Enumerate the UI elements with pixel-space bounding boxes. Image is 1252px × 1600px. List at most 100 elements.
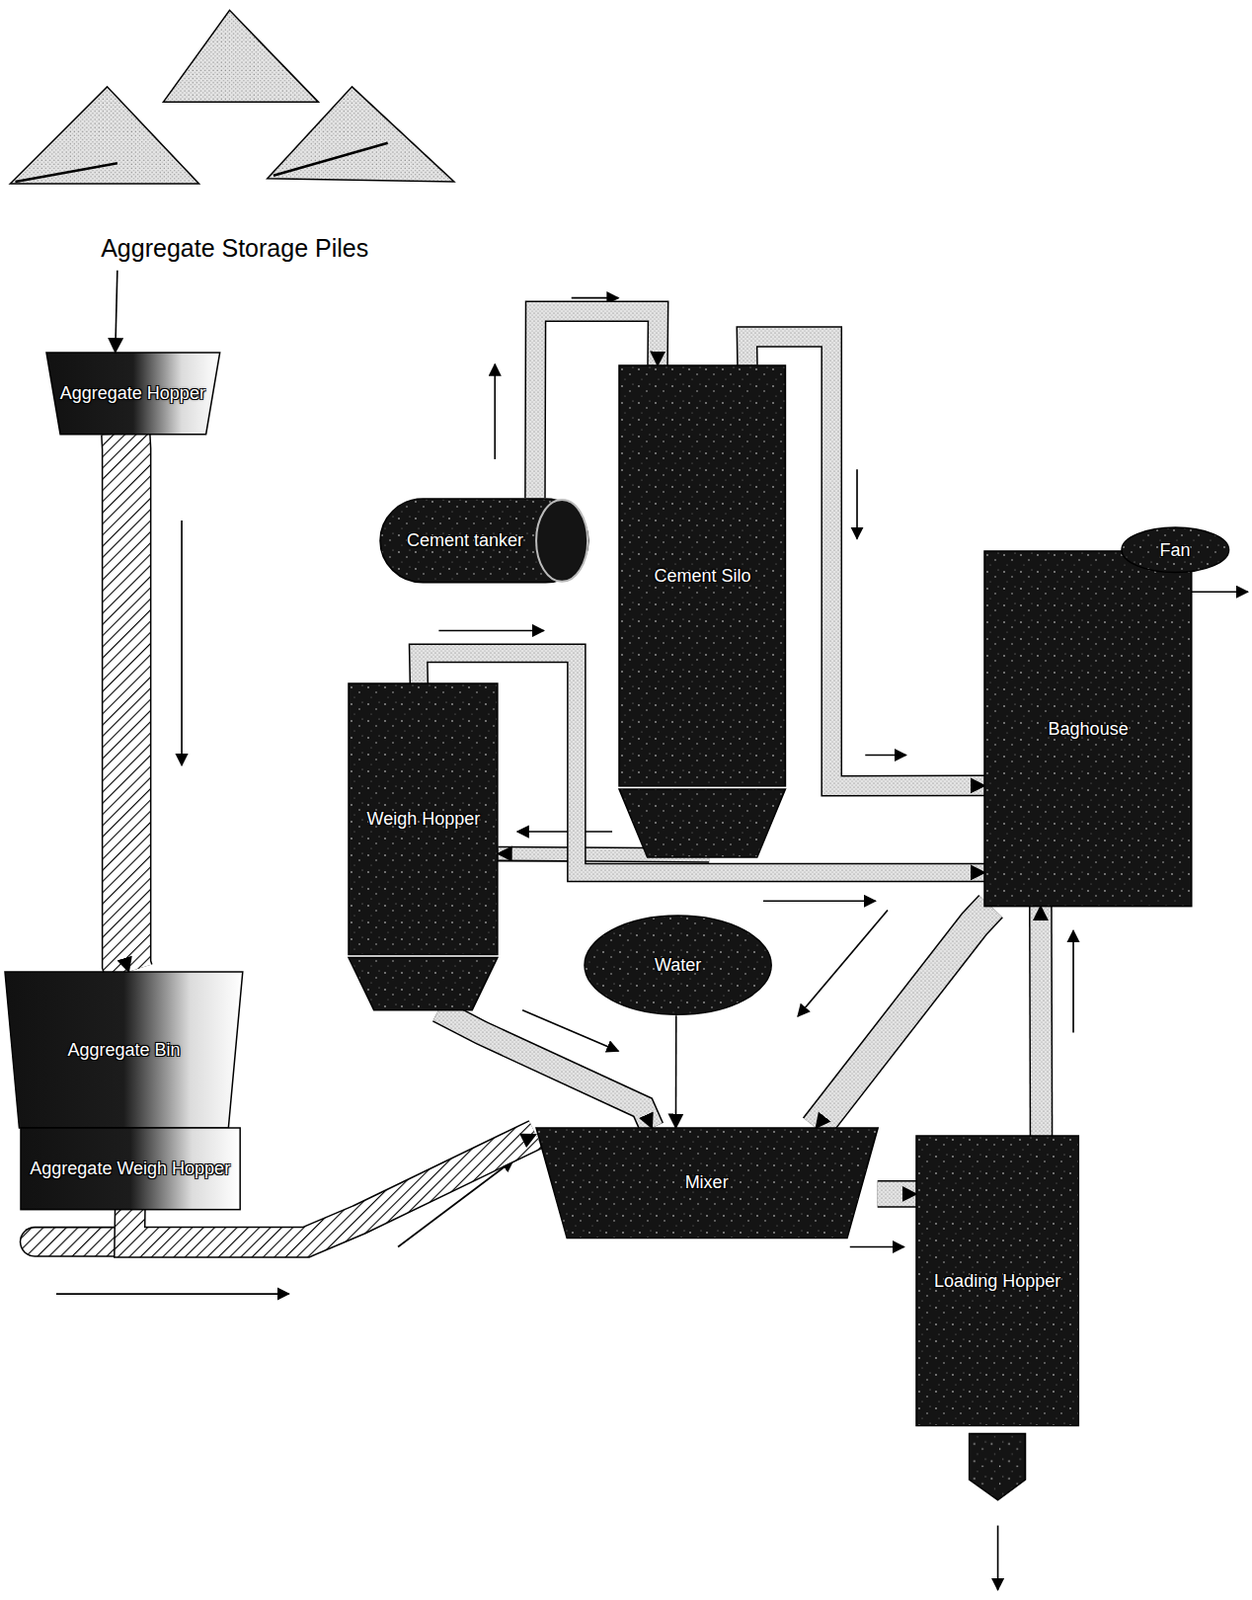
shape-group	[584, 915, 772, 1015]
duct-outline	[125, 433, 129, 972]
flow-head	[877, 1192, 917, 1194]
silo-funnel	[348, 957, 498, 1011]
ellipse-outline	[1121, 527, 1230, 573]
text-holder: Water	[654, 954, 702, 976]
flow-arrow	[763, 899, 876, 902]
storage-pile	[162, 9, 318, 102]
flow-line	[115, 270, 118, 353]
duct-outline	[438, 1010, 652, 1128]
equipment-box: Baghouse	[984, 550, 1192, 907]
equipment-box: Aggregate Weigh Hopper	[20, 1127, 240, 1210]
node-label: Mixer	[685, 1172, 729, 1193]
silo-body	[348, 683, 498, 954]
storage-pile	[267, 86, 455, 182]
duct-body	[1030, 906, 1052, 1137]
ellipse-outline	[584, 915, 772, 1015]
shape-outline	[348, 683, 498, 1011]
flow-head	[125, 433, 129, 972]
flow-connector	[815, 906, 991, 1128]
flow-arrow	[797, 910, 888, 1017]
text-holder: Aggregate Hopper	[60, 383, 206, 404]
shape-group	[380, 498, 589, 583]
shape-outline	[0, 0, 470, 271]
loading-spout	[969, 1433, 1026, 1500]
flow-connector	[1039, 906, 1042, 1137]
shape-group	[916, 1135, 1079, 1425]
node-label: Loading Hopper	[934, 1270, 1061, 1292]
flow-arrow	[850, 1246, 905, 1249]
node-label: Cement tanker	[406, 530, 524, 551]
shape-group	[984, 550, 1192, 907]
duct-outline	[815, 906, 991, 1128]
node-label: Fan	[1159, 540, 1190, 561]
node-label: Cement Silo	[653, 565, 751, 587]
node-label: Aggregate Hopper	[60, 383, 206, 404]
tanker-body	[380, 498, 589, 583]
node-label: Aggregate Bin	[68, 1039, 181, 1061]
text-holder: Cement Silo	[653, 565, 751, 587]
equipment-box: Weigh Hopper	[348, 683, 498, 1011]
tanker-end	[536, 499, 588, 582]
duct-body	[438, 1010, 652, 1128]
flow-arrow	[56, 1292, 290, 1295]
shape-group	[1121, 527, 1230, 573]
flow-arrow	[997, 1525, 1000, 1590]
equipment-box: Loading Hopper	[916, 1135, 1079, 1425]
flow-connector	[115, 270, 118, 353]
hopper-outline	[46, 352, 221, 435]
shape-group	[348, 683, 498, 1011]
flow-arrow	[856, 469, 859, 539]
flow-arrow	[571, 297, 620, 300]
node-label: Weigh Hopper	[366, 808, 480, 830]
storage-piles: Aggregate Storage Piles	[0, 0, 470, 271]
equipment-box: Cement Silo	[619, 365, 785, 858]
flow-connector	[125, 433, 129, 972]
flow-head	[1039, 906, 1042, 1137]
hopper-outline	[4, 971, 243, 1128]
node-label: Aggregate Weigh Hopper	[29, 1158, 231, 1179]
text-holder: Aggregate Weigh Hopper	[29, 1158, 231, 1179]
hopper-outline	[536, 1127, 878, 1239]
text-holder: Weigh Hopper	[366, 808, 480, 830]
equipment-box: Mixer	[536, 1127, 878, 1239]
flow-connector	[675, 1015, 677, 1128]
text-holder: Loading Hopper	[934, 1270, 1061, 1292]
equipment-box: Aggregate Hopper	[46, 352, 221, 435]
shape-group	[4, 971, 243, 1128]
flow-line	[675, 1015, 678, 1128]
duct-outline	[1028, 906, 1053, 1137]
text-holder: Aggregate Storage Piles	[100, 234, 369, 263]
flow-head	[438, 1010, 652, 1128]
flow-connector	[877, 1192, 917, 1194]
flow-arrow	[1072, 930, 1075, 1032]
conveyor-belt	[125, 433, 129, 972]
silo-funnel	[619, 788, 785, 858]
flow-arrow	[864, 754, 906, 757]
silo-body	[619, 365, 785, 786]
equipment-box: Water	[583, 914, 773, 1016]
text-holder: Mixer	[685, 1172, 729, 1193]
shape-group	[20, 1127, 240, 1210]
shape-group	[9, 9, 455, 184]
flow-arrow	[517, 830, 613, 833]
equipment-box: Aggregate Bin	[4, 971, 243, 1128]
text-holder: Cement tanker	[406, 530, 524, 551]
text-holder: Baghouse	[1048, 718, 1129, 740]
equipment-box: Fan	[1120, 526, 1231, 574]
flow-arrow	[438, 629, 544, 632]
equipment-box: Cement tanker	[379, 497, 590, 584]
node-label: Aggregate Storage Piles	[100, 234, 369, 263]
text-holder: Fan	[1159, 540, 1190, 561]
pile-conveyor	[15, 162, 118, 182]
text-holder: Aggregate Bin	[68, 1039, 181, 1061]
flow-arrow	[493, 364, 496, 460]
flow-arrows	[56, 298, 1249, 1590]
node-label: Water	[654, 954, 702, 976]
box-outline	[984, 550, 1192, 907]
flow-arrow	[180, 520, 183, 766]
flow-head	[815, 906, 991, 1128]
shape-outline	[619, 365, 785, 858]
shape-group	[46, 352, 221, 435]
